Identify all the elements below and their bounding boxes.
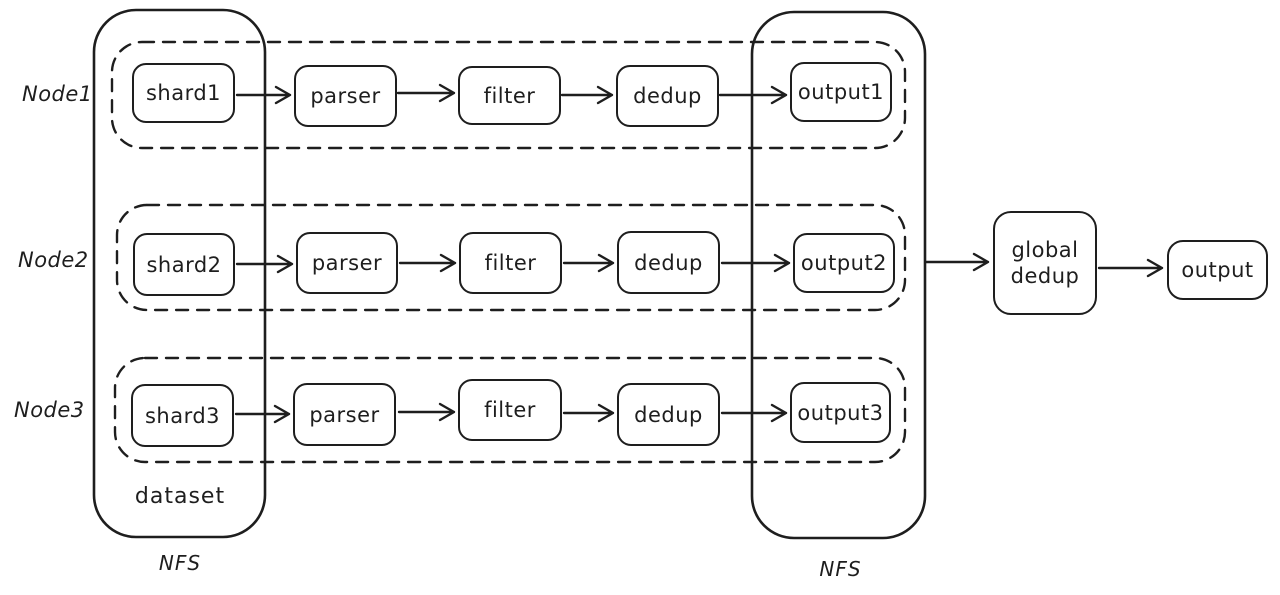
box-shard1: shard1 — [132, 63, 235, 123]
arrow-nfs-globaldedup — [924, 252, 990, 272]
nfs-right-caption: NFS — [819, 557, 862, 581]
box-parser-row3: parser — [293, 383, 396, 446]
box-filter-row3: filter — [458, 379, 562, 441]
arrow-shard1-parser — [235, 85, 292, 105]
arrow-shard3-parser — [234, 404, 291, 424]
arrow-filter1-dedup — [560, 85, 614, 105]
node3-pipeline-boundary — [113, 356, 907, 464]
box-dedup-row1: dedup — [616, 65, 719, 127]
box-parser-row2: parser — [296, 232, 398, 294]
node2-pipeline-boundary — [115, 203, 907, 312]
arrow-filter2-dedup — [562, 253, 615, 273]
box-output3: output3 — [790, 382, 891, 443]
node3-label: Node3 — [14, 398, 85, 422]
dataset-label: dataset — [134, 484, 226, 509]
arrow-parser2-filter — [398, 253, 457, 273]
nfs-dataset-container — [92, 8, 267, 539]
arrow-filter3-dedup — [562, 403, 615, 423]
nfs-left-caption: NFS — [158, 551, 202, 575]
arrow-parser3-filter — [397, 402, 456, 422]
box-dedup-row2: dedup — [617, 231, 720, 294]
node1-pipeline-boundary — [110, 40, 907, 150]
box-filter-row2: filter — [459, 232, 562, 294]
box-filter-row1: filter — [458, 66, 561, 125]
node1-label: Node1 — [22, 82, 93, 106]
node2-label: Node2 — [18, 248, 89, 272]
box-final-output: output — [1167, 240, 1268, 300]
box-global-dedup: global dedup — [993, 211, 1097, 315]
nfs-output-container — [750, 10, 927, 540]
arrow-dedup3-output3 — [720, 403, 788, 423]
box-output1: output1 — [790, 62, 892, 122]
arrow-dedup2-output2 — [720, 253, 791, 273]
arrow-shard2-parser — [235, 254, 294, 274]
box-dedup-row3: dedup — [617, 383, 720, 446]
box-shard2: shard2 — [133, 233, 235, 296]
arrow-globaldedup-output — [1097, 258, 1164, 278]
box-parser-row1: parser — [294, 65, 397, 127]
arrow-parser1-filter — [396, 83, 456, 103]
box-output2: output2 — [793, 233, 895, 293]
box-shard3: shard3 — [131, 384, 234, 447]
arrow-dedup1-output1 — [718, 85, 788, 105]
